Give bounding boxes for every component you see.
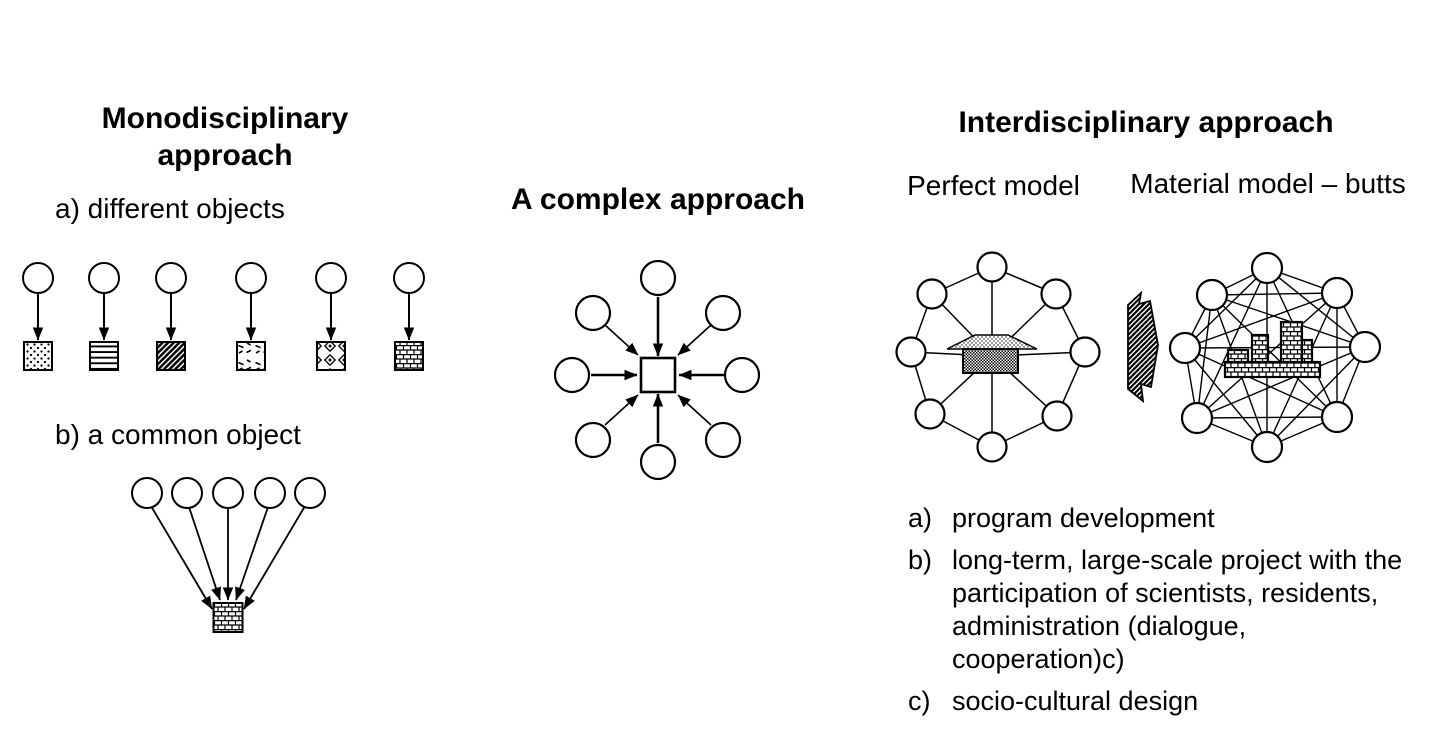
node-circle <box>1320 400 1354 434</box>
discipline-unit-hlines <box>88 262 120 371</box>
mono-title-line1: Monodisciplinary <box>101 102 349 135</box>
different-objects-diagram <box>22 262 425 371</box>
object-square-bricks <box>394 341 424 371</box>
list-item-a: a) program development <box>908 502 1408 535</box>
list-item-c-marker: c) <box>908 686 931 716</box>
perfect-model-diagram <box>895 251 1101 463</box>
list-item-c-text: socio-cultural design <box>952 686 1199 716</box>
node-circle <box>1041 400 1073 432</box>
common-object-brick-square <box>212 602 244 633</box>
node-circle <box>1180 401 1214 435</box>
node-circle <box>976 251 1008 283</box>
inward-arrows <box>591 297 725 443</box>
discipline-unit-diagonal <box>155 262 187 371</box>
node-circle <box>976 431 1008 463</box>
mono-title: Monodisciplinary approach <box>30 100 420 174</box>
inter-list: a) program development b) long-term, lar… <box>908 502 1408 727</box>
object-square-dashes <box>236 341 266 371</box>
node-circle <box>1168 331 1202 365</box>
complex-title: A complex approach <box>511 183 805 216</box>
discipline-circle <box>393 262 425 294</box>
discipline-circle <box>723 356 761 394</box>
discipline-circle <box>88 262 120 294</box>
discipline-circle <box>254 477 286 509</box>
transition-arrow-shape <box>1127 290 1159 404</box>
common-object-diagram <box>131 477 326 633</box>
discipline-circle <box>639 443 677 481</box>
node-circle <box>1250 251 1284 285</box>
node-circle <box>916 278 948 310</box>
discipline-unit-dashes <box>235 262 267 371</box>
discipline-circle <box>704 294 742 332</box>
list-item-a-marker: a) <box>908 503 933 533</box>
discipline-unit-diamonds <box>315 262 347 371</box>
node-circle <box>895 336 927 368</box>
complex-approach-diagram <box>553 259 761 481</box>
discipline-circle <box>22 262 54 294</box>
list-item-b-text: long-term, large-scale project with the … <box>952 545 1403 674</box>
inter-title: Interdisciplinary approach <box>958 106 1334 139</box>
node-circle <box>1320 276 1354 310</box>
center-trapezoid <box>946 334 1038 350</box>
discipline-unit-bricks <box>393 262 425 371</box>
mono-title-line2: approach <box>157 139 293 172</box>
central-object-square <box>639 356 677 394</box>
object-square-dots <box>23 341 53 371</box>
discipline-circle <box>294 477 326 509</box>
object-square-diamonds <box>316 341 346 371</box>
node-circle <box>1195 278 1229 312</box>
node-circle <box>1250 430 1284 464</box>
convergence-arrows <box>150 505 306 610</box>
discipline-circle <box>212 477 244 509</box>
mono-item-b-label: b) a common object <box>55 419 301 450</box>
mono-item-a-label: a) different objects <box>55 193 285 224</box>
material-model-label: Material model – butts <box>1130 168 1406 199</box>
discipline-circle <box>315 262 347 294</box>
node-circle <box>1069 336 1101 368</box>
list-item-a-text: program development <box>952 503 1215 533</box>
object-square-hlines <box>89 341 119 371</box>
material-model-diagram <box>1168 251 1382 464</box>
perfect-model-label: Perfect model <box>907 170 1080 201</box>
discipline-circle <box>704 421 742 459</box>
transition-arrow-icon <box>1127 290 1159 404</box>
discipline-circle <box>155 262 187 294</box>
discipline-circle <box>131 477 163 509</box>
node-circle <box>1348 330 1382 364</box>
brick-skyline <box>1223 320 1322 379</box>
node-circle <box>914 398 946 430</box>
object-square-diagonal <box>156 341 186 371</box>
discipline-circle <box>171 477 203 509</box>
discipline-circle <box>553 356 591 394</box>
center-block <box>962 348 1019 374</box>
list-item-b-marker: b) <box>908 545 933 575</box>
discipline-circle <box>574 421 612 459</box>
discipline-circle <box>235 262 267 294</box>
discipline-circle <box>639 259 677 297</box>
list-item-c: c) socio-cultural design <box>908 685 1408 718</box>
discipline-unit-dots <box>22 262 54 371</box>
node-circle <box>1040 278 1072 310</box>
discipline-circle <box>574 294 612 332</box>
list-item-b: b) long-term, large-scale project with t… <box>908 544 1408 676</box>
